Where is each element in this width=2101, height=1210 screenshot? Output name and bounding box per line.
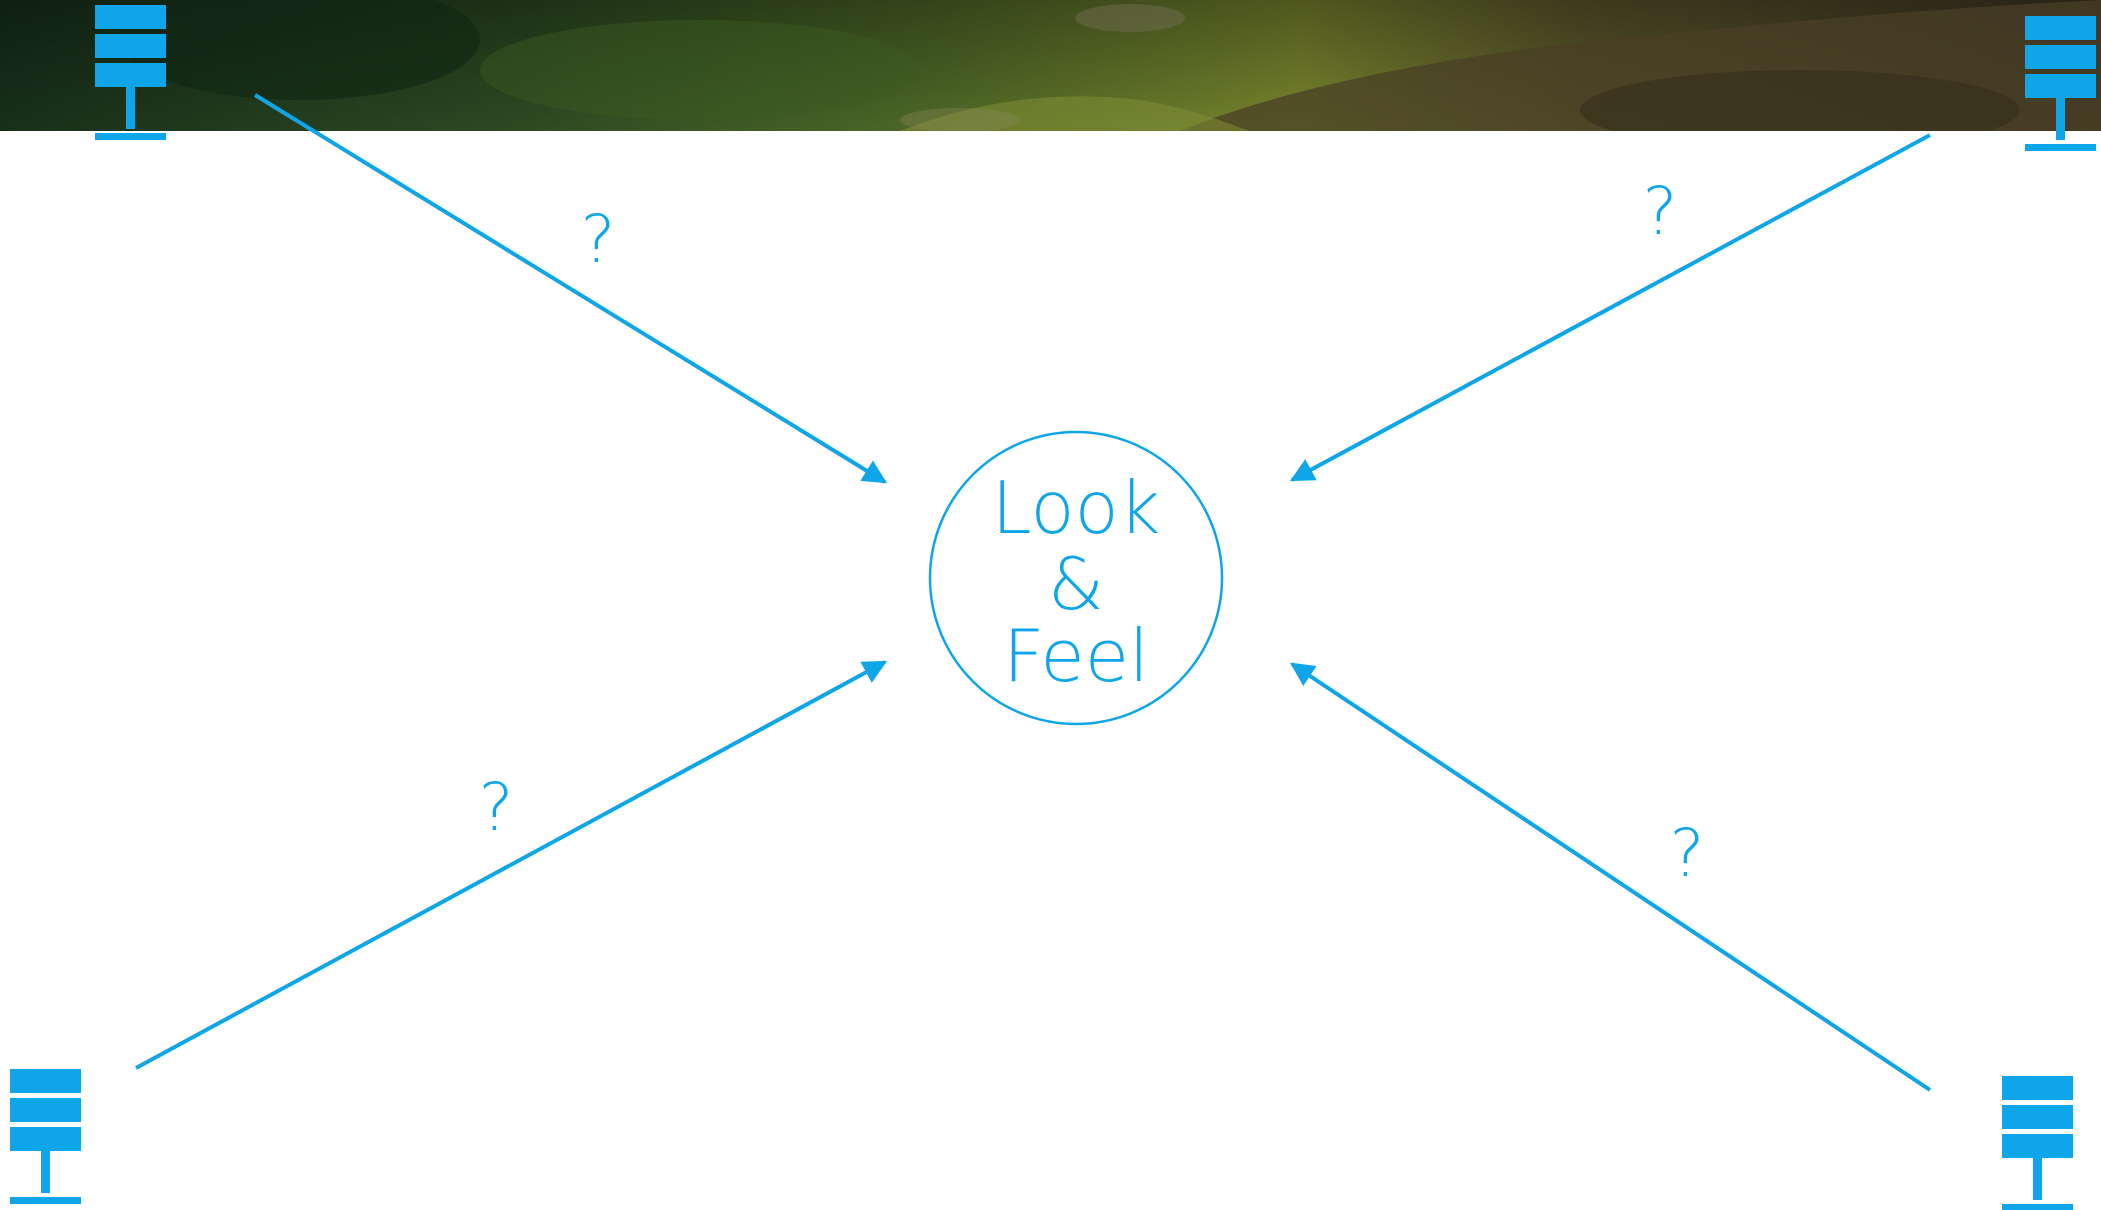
arrow-bottom-left — [136, 662, 885, 1068]
arrow-top-right — [1292, 135, 1930, 480]
server-icon — [2002, 1076, 2073, 1210]
question-label-bottom-left: ? — [478, 769, 513, 846]
arrow-top-left — [255, 95, 885, 482]
question-label-bottom-right: ? — [1669, 815, 1704, 892]
center-label-look: Look — [992, 466, 1161, 550]
server-icon — [2025, 16, 2096, 151]
arrow-bottom-right — [1292, 664, 1930, 1090]
question-label-top-right: ? — [1642, 173, 1677, 250]
server-icon — [10, 1069, 81, 1204]
server-icon — [95, 5, 166, 140]
question-label-top-left: ? — [580, 201, 615, 278]
center-label-feel: Feel — [1003, 614, 1149, 698]
center-node: Look & Feel — [930, 432, 1222, 724]
